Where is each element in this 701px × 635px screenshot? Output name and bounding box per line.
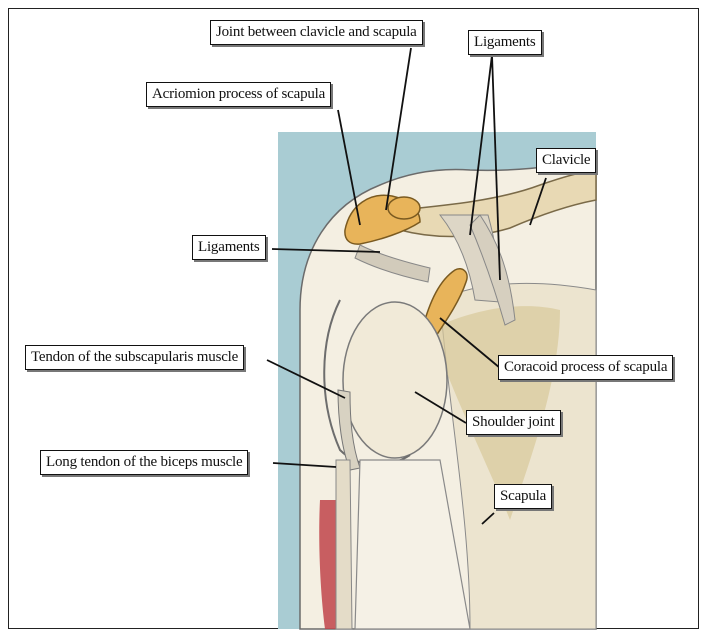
label-long-tendon-biceps: Long tendon of the biceps muscle: [40, 450, 248, 475]
label-shoulder-joint: Shoulder joint: [466, 410, 561, 435]
label-coracoid: Coracoid process of scapula: [498, 355, 673, 380]
label-scapula: Scapula: [494, 484, 552, 509]
label-ligaments-left: Ligaments: [192, 235, 266, 260]
label-tendon-subscapularis: Tendon of the subscapularis muscle: [25, 345, 244, 370]
ac-joint: [388, 197, 420, 219]
label-acromion: Acriomion process of scapula: [146, 82, 331, 107]
label-joint-clavicle-scapula: Joint between clavicle and scapula: [210, 20, 423, 45]
label-ligaments-top: Ligaments: [468, 30, 542, 55]
biceps-tendon: [336, 460, 352, 629]
humeral-head: [343, 302, 447, 458]
label-clavicle: Clavicle: [536, 148, 596, 173]
